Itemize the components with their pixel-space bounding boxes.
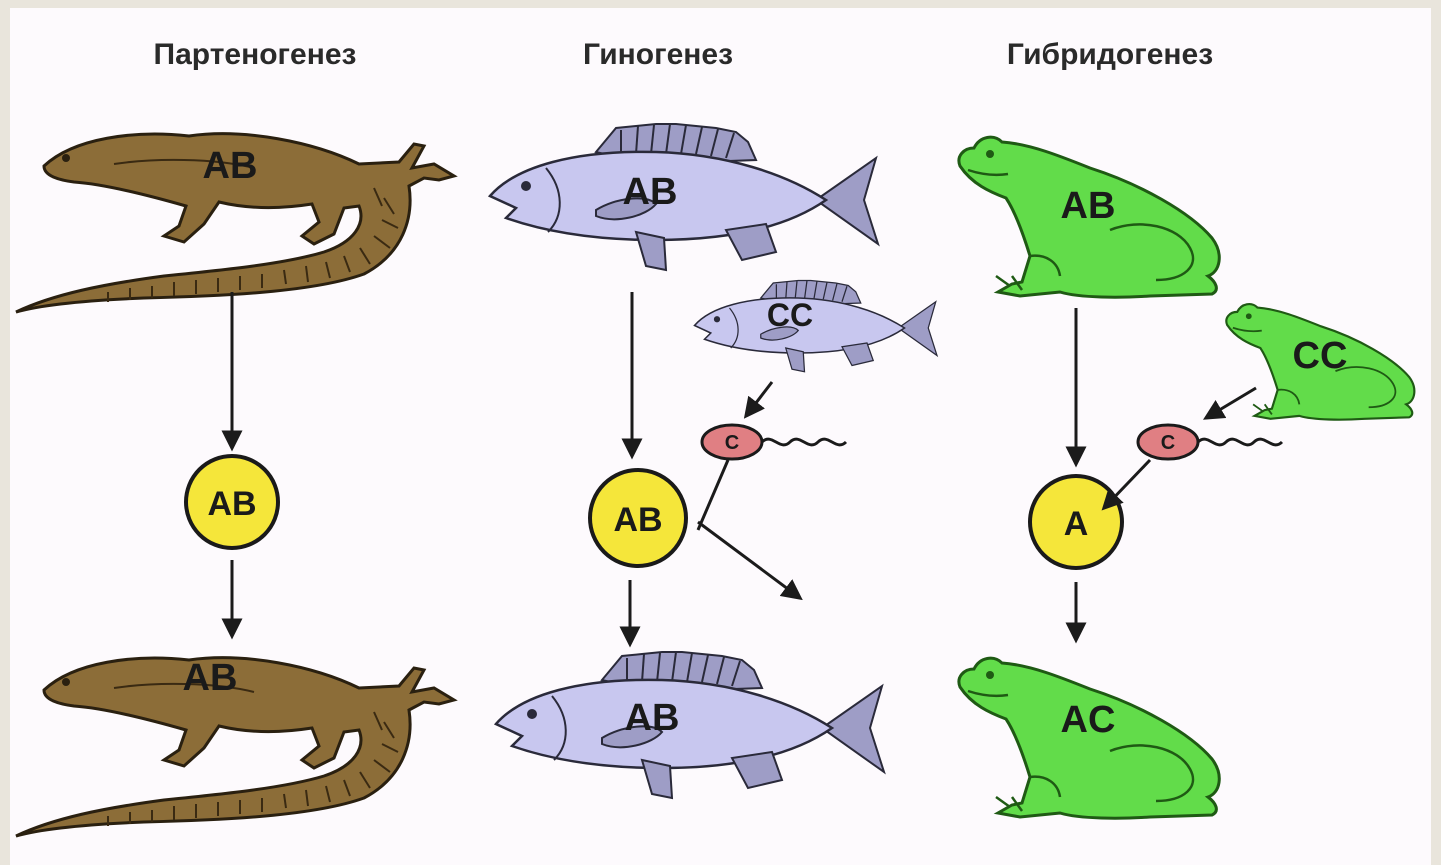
sperm-genotype-gynogenesis: C <box>725 432 739 454</box>
offspring-genotype-fish: AB <box>625 697 680 739</box>
male-genotype-frog: CC <box>1293 335 1348 377</box>
title-gynogenesis: Гиногенез <box>583 38 733 71</box>
arrow-sperm-deflected <box>698 522 800 598</box>
parent-genotype-lizard: AB <box>203 145 258 187</box>
offspring-genotype-lizard: AB <box>183 657 238 699</box>
sperm-contact-line <box>698 460 728 530</box>
fish-icon <box>490 124 878 270</box>
arrow-male-to-sperm <box>746 382 772 416</box>
offspring-genotype-frog: AC <box>1061 699 1116 741</box>
fish-icon <box>695 281 938 372</box>
sperm-cell-icon <box>702 425 846 459</box>
reproduction-diagram: Партеногенез Гиногенез Гибридогенез AB A… <box>10 8 1431 865</box>
arrow-sperm-to-egg <box>1104 460 1150 508</box>
arrow-male-frog-to-sperm <box>1206 388 1256 418</box>
fish-icon <box>496 652 884 798</box>
egg-genotype-parthenogenesis: AB <box>207 485 256 523</box>
sperm-cell-icon <box>1138 425 1282 459</box>
sperm-genotype-hybridogenesis: C <box>1161 432 1175 454</box>
title-parthenogenesis: Партеногенез <box>154 38 357 71</box>
egg-genotype-gynogenesis: AB <box>613 501 662 539</box>
parent-genotype-fish: AB <box>623 171 678 213</box>
egg-genotype-hybridogenesis: A <box>1064 505 1089 543</box>
parent-genotype-frog: AB <box>1061 185 1116 227</box>
diagram-canvas: Партеногенез Гиногенез Гибридогенез AB A… <box>10 8 1431 865</box>
male-genotype-fish: CC <box>767 297 813 333</box>
title-hybridogenesis: Гибридогенез <box>1007 38 1213 71</box>
